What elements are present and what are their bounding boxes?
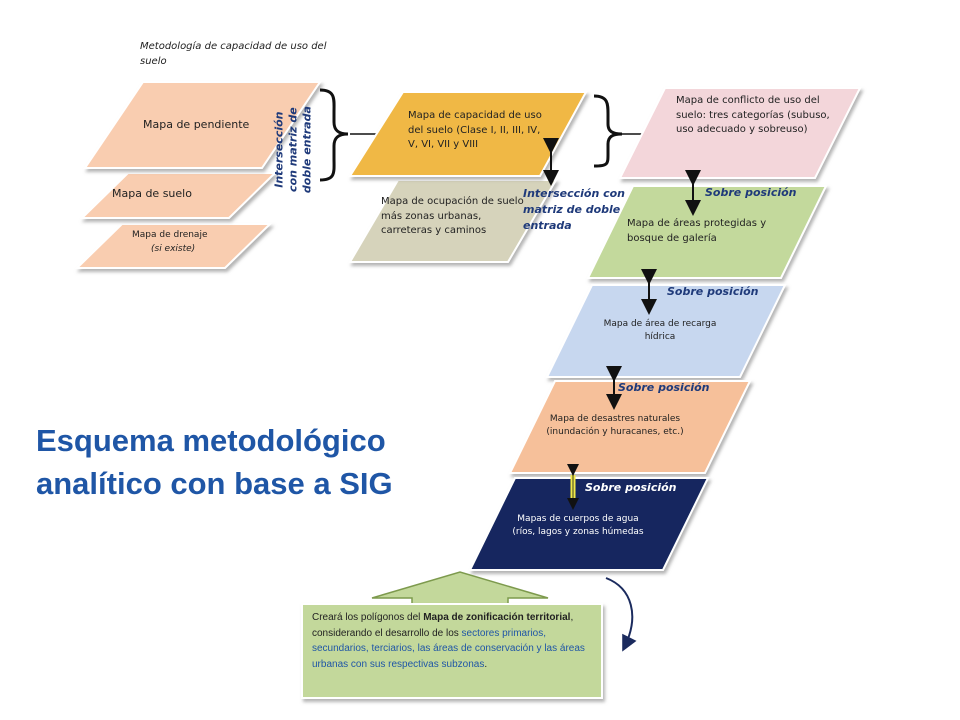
layer-suelo-shape (79, 172, 278, 219)
note-text: Creará los polígonos del Mapa de zonific… (312, 610, 602, 672)
layer-ocupacion-shape (348, 179, 558, 263)
layer-drenaje-label-1: Mapa de drenaje (132, 230, 208, 240)
layer-ocupacion-label: Mapa de ocupación de suelo más zonas urb… (381, 196, 524, 236)
layer-cuerpos-agua-shape (468, 477, 710, 571)
layer-drenaje-shape (74, 223, 273, 269)
layer-cuerpos-agua-label: Mapas de cuerpos de agua (ríos, lagos y … (512, 514, 644, 538)
interseccion-vertical-label: Intersección con matriz de doble entrada (272, 106, 313, 194)
layer-pendiente-label: Mapa de pendiente (143, 118, 250, 131)
brace-right (593, 94, 623, 168)
layer-recarga-shape (545, 284, 787, 378)
curved-arrow (605, 577, 637, 652)
sobre-posicion-1: Sobre posición (705, 186, 797, 199)
note-blue: sectores primarios, secundarios, terciar… (312, 627, 585, 670)
note-bold: Mapa de zonificación territorial (423, 612, 571, 623)
layer-desastres-label: Mapa de desastres naturales (inundación … (546, 414, 684, 438)
sobre-posicion-2: Sobre posición (667, 285, 759, 298)
layer-conflicto-shape (618, 87, 862, 179)
layer-conflicto-label: Mapa de conflicto de uso del suelo: tres… (676, 95, 830, 135)
layer-drenaje-label-2: (si existe) (151, 244, 196, 254)
note-box-shape (301, 603, 603, 699)
interseccion-mid-label: Intersección con matriz de doble entrada (523, 187, 626, 232)
layer-desastres-shape (508, 380, 752, 474)
layer-areas-protegidas-label: Mapa de áreas protegidas y bosque de gal… (627, 218, 767, 244)
note-part2: , considerando el desarrollo de los (312, 612, 574, 639)
sobre-posicion-4: Sobre posición (585, 481, 677, 494)
note-part3: . (484, 658, 488, 670)
up-arrow-shape (371, 571, 549, 607)
page-title: Esquema metodológico analítico con base … (36, 423, 393, 501)
header-note: Metodología de capacidad de uso del suel… (140, 41, 327, 67)
layer-recarga-label: Mapa de área de recarga hídrica (603, 319, 717, 343)
layer-suelo-label: Mapa de suelo (112, 187, 192, 200)
note-part1: Creará los polígonos del (312, 612, 424, 623)
layer-capacidad-label: Mapa de capacidad de uso del suelo (Clas… (408, 110, 542, 150)
layer-pendiente-shape (83, 81, 322, 169)
sobre-posicion-3: Sobre posición (618, 381, 710, 394)
layer-areas-protegidas-shape (586, 185, 828, 279)
layer-capacidad-shape (348, 91, 588, 177)
brace-left (319, 88, 349, 182)
